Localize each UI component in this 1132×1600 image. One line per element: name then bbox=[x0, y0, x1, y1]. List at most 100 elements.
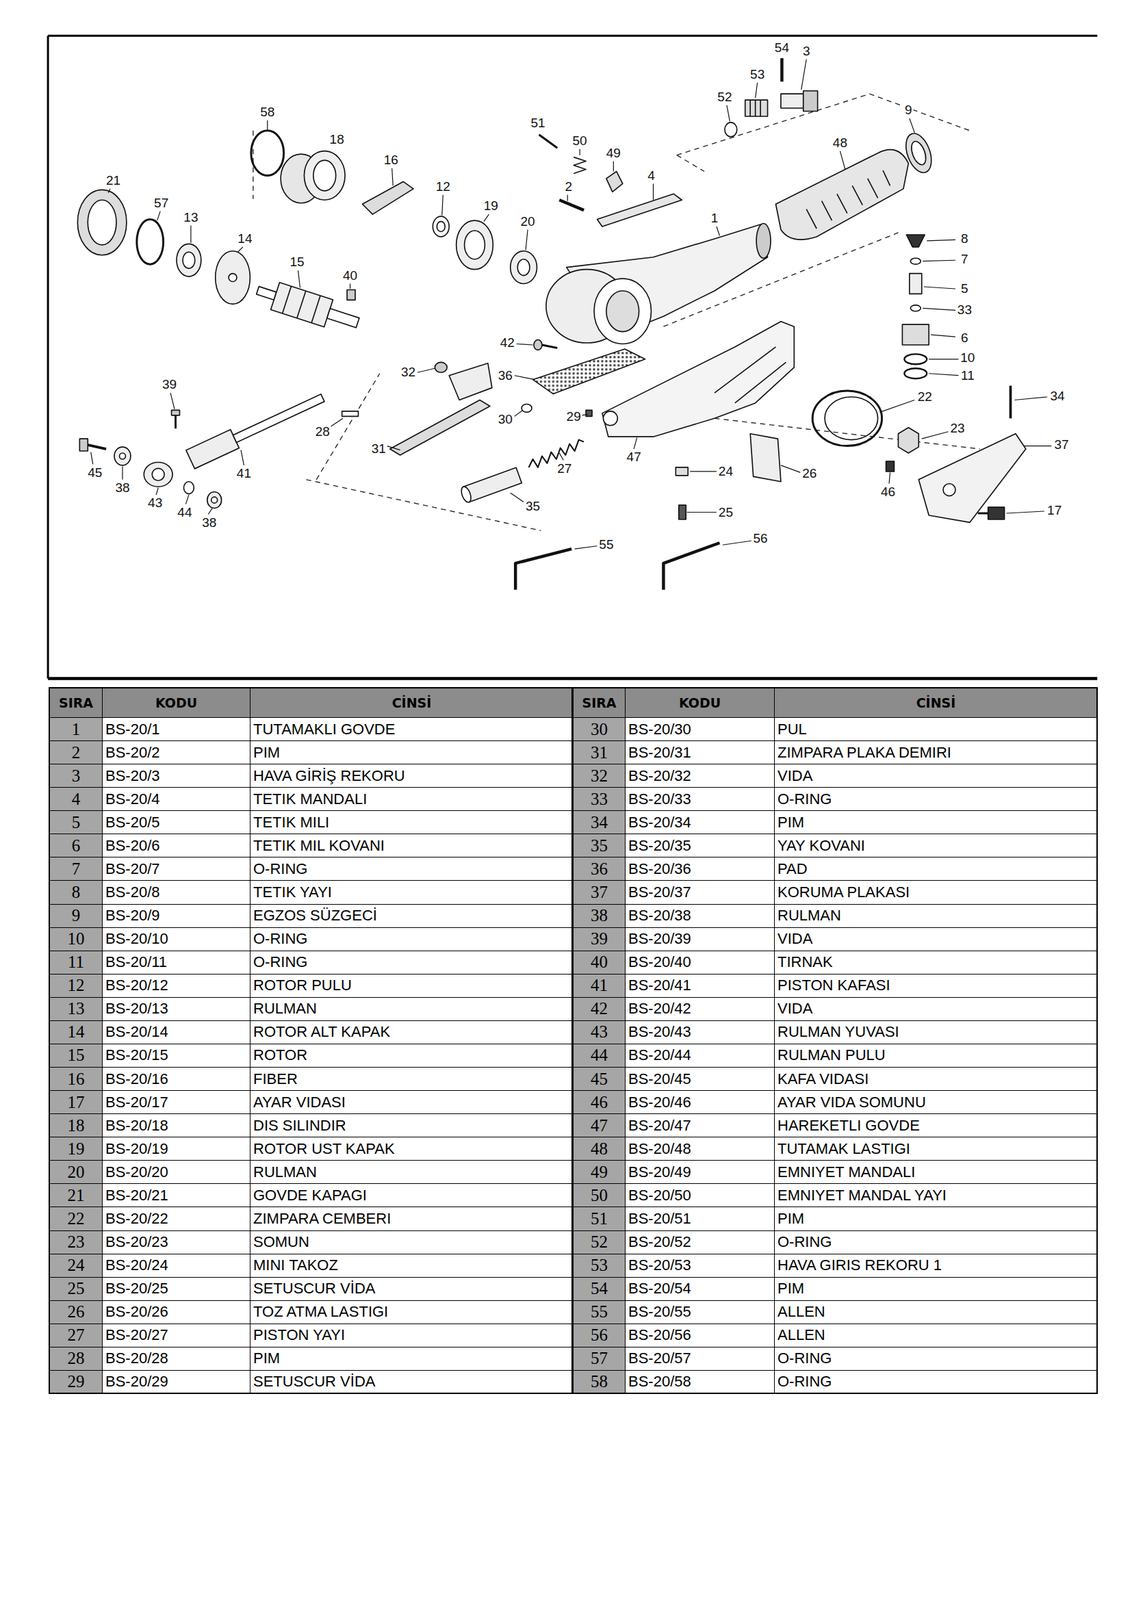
table-cell: 13 bbox=[49, 997, 103, 1022]
row-number: 34 bbox=[590, 813, 608, 833]
part-shapes bbox=[780, 58, 783, 82]
row-number: 45 bbox=[590, 1069, 608, 1089]
table-cell: 37 bbox=[572, 880, 626, 905]
part-code: BS-20/2 bbox=[105, 743, 161, 762]
part-code: BS-20/22 bbox=[105, 1210, 169, 1228]
callout-number: 2 bbox=[563, 179, 574, 194]
callout-number: 7 bbox=[959, 251, 970, 267]
table-cell: BS-20/45 bbox=[624, 1066, 775, 1091]
callout-number: 5 bbox=[959, 281, 970, 297]
table-cell: 2 bbox=[49, 740, 103, 765]
part-name: MINI TAKOZ bbox=[253, 1256, 339, 1275]
table-cell: BS-20/49 bbox=[624, 1160, 775, 1185]
part-code: BS-20/3 bbox=[105, 767, 161, 786]
part-shapes bbox=[901, 130, 937, 176]
part-shapes bbox=[521, 403, 532, 413]
row-number: 40 bbox=[590, 952, 608, 972]
part-shapes bbox=[463, 467, 522, 502]
row-number: 19 bbox=[67, 1139, 85, 1159]
callout-number: 14 bbox=[236, 232, 254, 247]
part-shapes bbox=[143, 461, 173, 487]
table-cell: 8 bbox=[49, 880, 103, 905]
table-cell: BS-20/33 bbox=[624, 787, 775, 812]
callout-number: 27 bbox=[555, 461, 573, 476]
table-cell: RULMAN bbox=[249, 997, 574, 1022]
table-cell: 39 bbox=[572, 927, 626, 952]
table-divider bbox=[571, 687, 574, 1394]
table-cell: BS-20/26 bbox=[101, 1300, 251, 1325]
row-number: 25 bbox=[67, 1279, 85, 1299]
row-number: 6 bbox=[71, 836, 81, 856]
part-name: ALLEN bbox=[777, 1303, 826, 1321]
table-cell: BS-20/5 bbox=[101, 810, 251, 835]
table-cell: VIDA bbox=[774, 763, 1098, 788]
table-cell: BS-20/4 bbox=[101, 787, 251, 812]
part-code: BS-20/52 bbox=[628, 1233, 692, 1252]
row-number: 43 bbox=[590, 1022, 608, 1042]
part-code: BS-20/20 bbox=[105, 1163, 169, 1182]
callout-number: 22 bbox=[916, 390, 934, 405]
part-code: BS-20/45 bbox=[628, 1070, 692, 1089]
part-code: BS-20/29 bbox=[105, 1372, 169, 1391]
callout-number: 47 bbox=[625, 450, 643, 465]
part-shapes bbox=[510, 251, 538, 285]
table-cell: BS-20/48 bbox=[624, 1136, 775, 1161]
table-cell: 41 bbox=[572, 973, 626, 998]
row-number: 8 bbox=[71, 882, 81, 903]
row-number: 11 bbox=[67, 952, 85, 972]
table-cell: TIRNAK bbox=[774, 950, 1098, 975]
table-cell: ROTOR ALT KAPAK bbox=[249, 1020, 574, 1045]
table-cell: BS-20/6 bbox=[101, 833, 251, 858]
table-cell: 42 bbox=[572, 997, 626, 1022]
part-code: BS-20/34 bbox=[628, 813, 692, 832]
table-cell: 11 bbox=[49, 950, 103, 975]
row-number: 57 bbox=[590, 1348, 608, 1369]
callout-number: 32 bbox=[399, 365, 417, 380]
table-cell: HAREKETLI GOVDE bbox=[774, 1113, 1098, 1138]
callout-number: 28 bbox=[314, 424, 332, 439]
table-cell: O-RING bbox=[774, 1370, 1098, 1395]
part-code: BS-20/16 bbox=[105, 1070, 169, 1089]
part-name: O-RING bbox=[253, 930, 308, 948]
frame bbox=[47, 35, 50, 679]
leader-line bbox=[91, 409, 1052, 549]
row-number: 48 bbox=[590, 1139, 608, 1159]
callout-number: 24 bbox=[717, 464, 735, 480]
callout-number: 39 bbox=[160, 377, 178, 393]
table-cell: BS-20/54 bbox=[624, 1277, 775, 1302]
table-cell: KODU bbox=[624, 687, 775, 718]
table-cell: 57 bbox=[572, 1346, 626, 1371]
table-cell: 50 bbox=[572, 1183, 626, 1208]
row-number: 33 bbox=[590, 789, 608, 809]
table-cell: BS-20/53 bbox=[624, 1253, 775, 1278]
frame bbox=[47, 676, 1098, 680]
row-number: 10 bbox=[67, 929, 85, 949]
table-cell: 10 bbox=[49, 927, 103, 952]
row-number: 17 bbox=[67, 1092, 85, 1113]
part-name: VIDA bbox=[777, 999, 813, 1018]
table-cell: 9 bbox=[49, 904, 103, 929]
part-shapes bbox=[780, 93, 804, 109]
part-code: BS-20/31 bbox=[628, 743, 692, 762]
table-cell: 19 bbox=[49, 1136, 103, 1161]
part-shapes bbox=[211, 496, 218, 504]
table-cell: 25 bbox=[49, 1277, 103, 1302]
table-cell: BS-20/46 bbox=[624, 1090, 775, 1115]
callout-number: 29 bbox=[565, 409, 583, 424]
part-name: HAVA GİRİŞ REKORU bbox=[253, 767, 406, 786]
table-cell: 7 bbox=[49, 856, 103, 881]
table-cell: BS-20/18 bbox=[101, 1113, 251, 1138]
row-number: 7 bbox=[71, 859, 81, 879]
part-shapes bbox=[585, 409, 593, 417]
table-cell: BS-20/38 bbox=[624, 904, 775, 929]
part-name: SETUSCUR VİDA bbox=[253, 1372, 376, 1391]
table-cell: PIM bbox=[249, 1346, 574, 1371]
part-code: BS-20/32 bbox=[628, 767, 692, 786]
part-shapes bbox=[171, 409, 180, 415]
row-number: 14 bbox=[67, 1022, 85, 1042]
part-shapes bbox=[186, 388, 328, 469]
part-name: RULMAN bbox=[253, 999, 317, 1018]
part-name: TUTAMAKLI GOVDE bbox=[253, 720, 395, 739]
table-cell: PIM bbox=[774, 810, 1098, 835]
part-shapes bbox=[533, 340, 543, 351]
